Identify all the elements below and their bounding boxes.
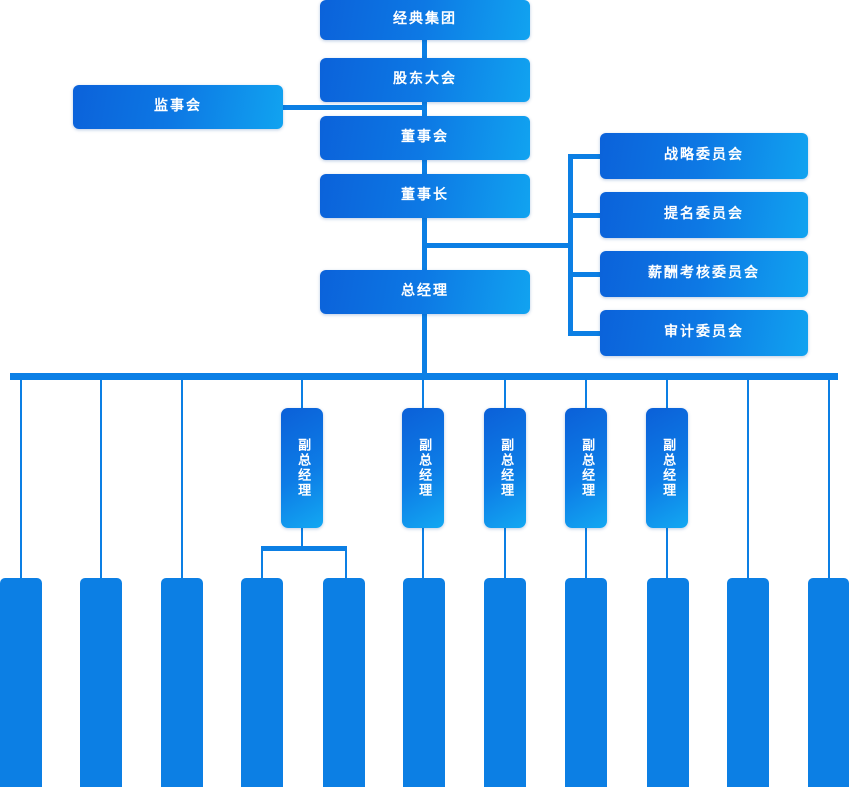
node-strategy-committee[interactable]: 战略委员会 — [600, 133, 808, 179]
committee-stub-remuneration — [568, 272, 602, 277]
supervisory-connector-line — [282, 105, 424, 110]
drop-line-dept-3 — [181, 378, 183, 580]
node-deputy-gm-4-label: 副总经理 — [579, 438, 595, 498]
node-audit-committee[interactable]: 审计委员会 — [600, 310, 808, 356]
node-department-4[interactable] — [241, 578, 283, 787]
node-department-1[interactable] — [0, 578, 42, 787]
committee-spine-line — [568, 154, 573, 333]
drop-line-dept-1 — [20, 378, 22, 580]
trunk-line-board-to-chairman — [422, 158, 427, 176]
node-chairman-label: 董事长 — [401, 187, 449, 204]
trunk-line-group-to-shareholders — [422, 38, 427, 60]
node-deputy-gm-5-label: 副总经理 — [660, 438, 676, 498]
node-deputy-gm-2[interactable]: 副总经理 — [402, 408, 444, 528]
node-shareholders-meeting-label: 股东大会 — [393, 71, 457, 88]
node-department-9[interactable] — [647, 578, 689, 787]
node-general-manager-label: 总经理 — [401, 283, 449, 300]
committee-stub-nomination — [568, 213, 602, 218]
drop-line-deputy-1 — [301, 378, 303, 410]
node-department-6[interactable] — [403, 578, 445, 787]
node-supervisory-board-label: 监事会 — [154, 98, 202, 115]
node-department-3[interactable] — [161, 578, 203, 787]
node-deputy-gm-2-label: 副总经理 — [416, 438, 432, 498]
drop-line-deputy-3-to-dept-7 — [504, 528, 506, 580]
node-deputy-gm-1-label: 副总经理 — [295, 438, 311, 498]
node-board-of-directors[interactable]: 董事会 — [320, 116, 530, 160]
node-board-of-directors-label: 董事会 — [401, 129, 449, 146]
node-nomination-committee-label: 提名委员会 — [664, 206, 744, 223]
drop-line-dept-2 — [100, 378, 102, 580]
main-horizontal-bar — [10, 373, 838, 380]
node-remuneration-committee[interactable]: 薪酬考核委员会 — [600, 251, 808, 297]
node-supervisory-board[interactable]: 监事会 — [73, 85, 283, 129]
drop-line-deputy-4-to-dept-8 — [585, 528, 587, 580]
node-shareholders-meeting[interactable]: 股东大会 — [320, 58, 530, 102]
node-audit-committee-label: 审计委员会 — [664, 324, 744, 341]
committee-feed-line — [422, 243, 572, 248]
node-department-11[interactable] — [808, 578, 849, 787]
trunk-line-shareholders-to-board — [422, 100, 427, 118]
drop-line-deputy-2 — [422, 378, 424, 410]
node-general-manager[interactable]: 总经理 — [320, 270, 530, 314]
node-department-7[interactable] — [484, 578, 526, 787]
drop-line-dept-10 — [747, 378, 749, 580]
node-department-8[interactable] — [565, 578, 607, 787]
node-chairman[interactable]: 董事长 — [320, 174, 530, 218]
node-deputy-gm-5[interactable]: 副总经理 — [646, 408, 688, 528]
subbranch-drop-dept-5 — [345, 550, 347, 580]
drop-line-deputy-3 — [504, 378, 506, 410]
node-group[interactable]: 经典集团 — [320, 0, 530, 40]
node-strategy-committee-label: 战略委员会 — [664, 147, 744, 164]
node-deputy-gm-3-label: 副总经理 — [498, 438, 514, 498]
drop-line-deputy-2-to-dept-6 — [422, 528, 424, 580]
node-deputy-gm-3[interactable]: 副总经理 — [484, 408, 526, 528]
node-group-label: 经典集团 — [393, 11, 457, 28]
subbranch-stem-deputy-1 — [301, 528, 303, 548]
node-deputy-gm-4[interactable]: 副总经理 — [565, 408, 607, 528]
trunk-line-gm-to-main-bar — [422, 312, 427, 376]
drop-line-deputy-5 — [666, 378, 668, 410]
drop-line-deputy-5-to-dept-9 — [666, 528, 668, 580]
node-department-10[interactable] — [727, 578, 769, 787]
node-department-2[interactable] — [80, 578, 122, 787]
node-nomination-committee[interactable]: 提名委员会 — [600, 192, 808, 238]
subbranch-bar-deputy-1 — [261, 546, 347, 551]
node-deputy-gm-1[interactable]: 副总经理 — [281, 408, 323, 528]
drop-line-deputy-4 — [585, 378, 587, 410]
node-remuneration-committee-label: 薪酬考核委员会 — [648, 265, 760, 282]
drop-line-dept-11 — [828, 378, 830, 580]
committee-stub-audit — [568, 331, 602, 336]
node-department-5[interactable] — [323, 578, 365, 787]
subbranch-drop-dept-4 — [261, 550, 263, 580]
committee-stub-strategy — [568, 154, 602, 159]
